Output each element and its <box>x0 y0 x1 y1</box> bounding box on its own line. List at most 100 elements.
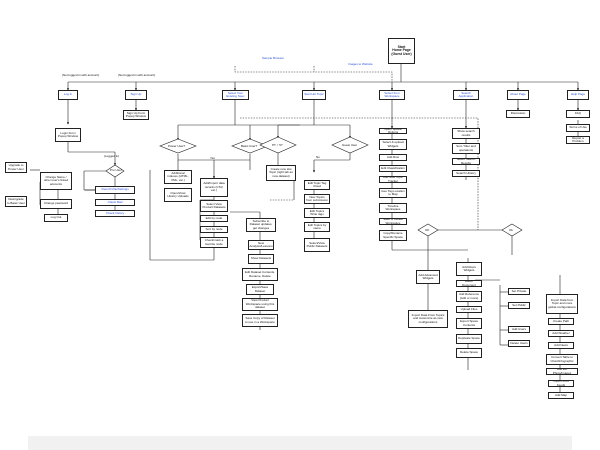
subscribe-dataset[interactable]: Subscribe to Dataset updates, get change… <box>246 218 276 232</box>
save-copy-dataset[interactable]: Save Copy of Dataset to use in a Workspa… <box>242 314 278 327</box>
help-report-problem[interactable]: Report a Problem <box>566 136 590 144</box>
match-document[interactable]: Match Document <box>456 280 482 287</box>
change-name[interactable]: Change Name / other user's linked accoun… <box>40 172 72 190</box>
new-topics-submission[interactable]: New Topics from submission <box>304 194 330 204</box>
decision-guest-label: Guest User <box>342 143 358 147</box>
search-show-results[interactable]: Show search results <box>452 128 480 139</box>
ws-edit-classification[interactable]: Edit Classification <box>379 165 407 172</box>
set-public[interactable]: Set Public <box>508 302 530 309</box>
sort-by-node[interactable]: Sort by node <box>200 226 228 233</box>
ws-select-widgets[interactable]: Select & upload Widgets <box>379 139 407 150</box>
topic-no-label: No <box>316 155 320 159</box>
root-start-node[interactable]: Start Home Page (Guest User) <box>388 38 415 64</box>
edit-topics-write[interactable]: Edit Topics Write tags <box>304 208 330 218</box>
create-hot-topic[interactable]: Create new Hot Topic (right tab as new d… <box>266 165 296 181</box>
add-rows-widgets[interactable]: Add Rows Widgets <box>456 262 482 276</box>
delete-space[interactable]: Delete Space <box>456 348 482 358</box>
edit-topic-cloud[interactable]: Edit Topic Tag Cloud <box>304 180 330 190</box>
additional-indexes[interactable]: Additional indexes (HTML, XML, etc.) <box>164 170 192 184</box>
select-view-datasets[interactable]: Select View Product Datasets <box>200 200 228 212</box>
ws-save-delete[interactable]: Save or Delete Workspace <box>379 218 407 225</box>
add-import-data[interactable]: Add/Import data records (CSV, etc.) <box>200 178 228 197</box>
open-history[interactable]: Open/show History Uploads <box>164 188 192 202</box>
export-space-contents[interactable]: Export Space Contents <box>456 318 482 329</box>
edit-dataset-contents[interactable]: Edit Dataset Contents, Rename, Delete <box>242 268 278 281</box>
add-news[interactable]: Add News <box>548 342 574 349</box>
add-weather[interactable]: Add Weather <box>548 330 574 337</box>
ws-add-row[interactable]: Add Row <box>379 154 407 161</box>
duplicate-space[interactable]: Duplicate Space <box>456 334 482 344</box>
check-mark-node[interactable]: Check/mark a favorite node <box>200 237 228 248</box>
nav-start-hot-topic[interactable]: Start Hot Topic <box>302 90 326 100</box>
view-profile-settings[interactable]: View Profile/Settings <box>95 186 135 194</box>
add-reference[interactable]: Add Reference (Add or more) <box>456 291 482 302</box>
nav-search-app[interactable]: Search Application <box>453 90 479 100</box>
upload-files[interactable]: Upload Files <box>456 306 482 313</box>
pro-user-label: Pro User <box>110 168 122 172</box>
about-discussion[interactable]: Discussion <box>506 110 530 118</box>
edge-label-logged-in: (Logged in) <box>104 154 120 158</box>
decision-ok-right-label: Ok <box>509 228 513 232</box>
root-subtitle: Home Page <box>392 48 411 53</box>
edit-topics-name[interactable]: Edit Topics by name <box>304 222 330 232</box>
change-password[interactable]: Change password <box>40 199 72 209</box>
decision-pt-label: PT < 5? <box>272 143 283 147</box>
view-product-workspace[interactable]: View Product Workspace using this datase… <box>242 298 278 311</box>
nav-select-workspace[interactable]: Select from Workspace <box>379 90 405 100</box>
edit-by-node[interactable]: Edit by node <box>200 215 228 222</box>
help-faq[interactable]: FAQ <box>566 110 590 118</box>
import-data-topics[interactable]: Import Data From Topics and customize as… <box>408 310 448 328</box>
search-select-results[interactable]: Select Search Results <box>452 158 480 165</box>
create-path[interactable]: Create Path <box>548 318 574 325</box>
decision-ok-left <box>417 223 439 237</box>
nav-log-in[interactable]: Log in <box>58 90 78 100</box>
add-map[interactable]: Add Map <box>548 392 574 399</box>
select-public-datasets[interactable]: Select/View Public Datasets <box>304 238 330 252</box>
decision-basic-label: Basic User? <box>241 144 258 148</box>
decision-ok-left-label: OK <box>425 228 430 232</box>
check-history[interactable]: Check history <box>95 210 135 217</box>
ws-copy-rename[interactable]: Copy/Rename Specific Space <box>379 230 407 241</box>
set-private[interactable]: Set Private <box>508 288 530 295</box>
convert-table-chart[interactable]: Convert Table to Chart/Infographic <box>546 354 578 365</box>
ws-timeline[interactable]: Timeline Workspace <box>379 203 407 213</box>
sign-up-form[interactable]: Sign Up Form Popup Window <box>123 110 149 120</box>
footer-bar <box>28 436 572 450</box>
add-advanced-widgets[interactable]: Add Advanced Widgets <box>416 270 440 284</box>
nav-help-page[interactable]: Help Page <box>567 90 589 100</box>
search-sort-filter[interactable]: Sort / filter and operations <box>452 143 480 154</box>
decision-pt <box>259 136 297 154</box>
upgrade-power-user[interactable]: Upgrade to Power User <box>5 162 27 173</box>
check-mail[interactable]: Check Mail <box>95 199 135 206</box>
root-title: Start <box>397 44 406 49</box>
ws-open-spatial[interactable]: Open Spatial Options <box>379 128 407 134</box>
edge-label-not-logged: (Not logged in with account) <box>62 73 100 77</box>
nav-sign-up[interactable]: Sign Up <box>125 90 147 100</box>
decision-ok-right <box>501 223 523 237</box>
delete-users[interactable]: Delete Users <box>508 340 530 347</box>
decision-basic-user <box>231 138 269 154</box>
root-sub2: (Guest User) <box>391 51 412 56</box>
downgrade-basic-user[interactable]: Downgrade to Basic User <box>5 196 27 207</box>
export-save-dataset[interactable]: Export/Save Dataset <box>246 284 274 295</box>
search-history[interactable]: Search History <box>452 170 480 177</box>
new-analysis[interactable]: New Analysis/Lessons <box>248 240 274 250</box>
decision-power-label: Power User? <box>168 144 186 148</box>
decision-guest <box>331 136 369 154</box>
nav-select-spec[interactable]: Select from Existing Spec <box>222 90 249 100</box>
help-terms[interactable]: Terms of Use <box>566 124 590 132</box>
show-datasets[interactable]: Show Datasets <box>248 254 274 264</box>
edge-label-logged: (Not logged in with account) <box>118 73 156 77</box>
nav-about-page[interactable]: About Page <box>507 90 529 100</box>
login-form[interactable]: Login Form Popup Window <box>55 128 81 142</box>
ws-geo-tag[interactable]: Geo Tag Location to Map <box>379 188 407 198</box>
ws-add-topic-tracker[interactable]: Add New Topic Tracker <box>379 176 407 183</box>
log-out[interactable]: Log Out <box>44 214 68 222</box>
add-images[interactable]: Add Ext Photo/Images <box>546 368 578 375</box>
decision-power-user <box>159 138 197 154</box>
decision-logged-in <box>105 164 125 178</box>
import-data-global[interactable]: Import Data from Topic and more global c… <box>546 294 578 314</box>
edge-label-images-website: Images to Website <box>348 62 373 66</box>
add-users[interactable]: Add Users <box>508 326 530 333</box>
import-rss[interactable]: Import RSS Feeds <box>548 380 574 387</box>
